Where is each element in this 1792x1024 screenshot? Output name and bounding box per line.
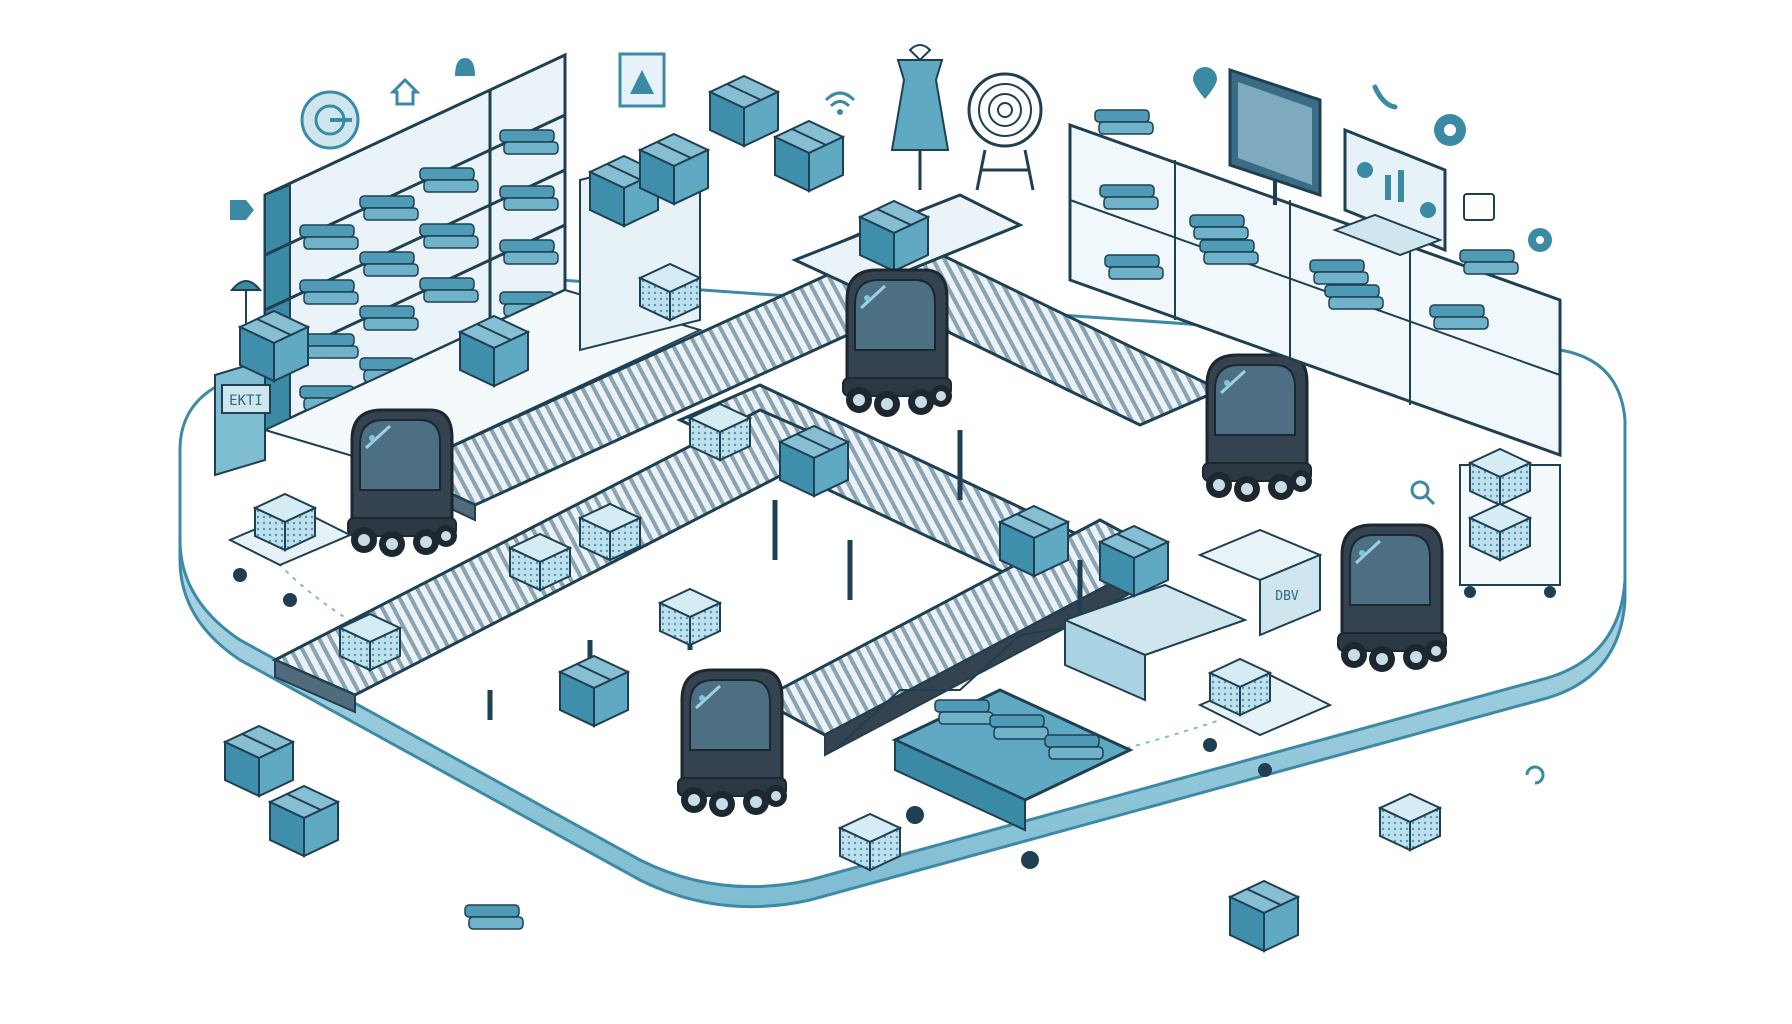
robot-5 — [676, 668, 789, 819]
wifi-icon — [824, 91, 856, 115]
robot-1 — [346, 408, 459, 559]
outside-box-1 — [269, 785, 339, 857]
bin-cart — [891, 688, 1134, 869]
refresh-icon — [1525, 765, 1545, 785]
gift-box-icon — [224, 725, 294, 797]
phone-icon — [1372, 84, 1398, 110]
outside-box-2 — [1229, 880, 1299, 952]
tall-cart — [1459, 448, 1561, 598]
gear-icon-small — [1528, 228, 1552, 252]
left-shelving — [262, 52, 709, 472]
location-pin-icon — [1193, 67, 1217, 99]
gear-icon — [1434, 114, 1466, 146]
tag-icon — [230, 200, 254, 220]
floor-box-2 — [559, 655, 629, 727]
image-frame-icon — [618, 52, 666, 108]
dashboard-monitor — [1332, 127, 1447, 257]
box-label-text: DBV — [1275, 589, 1299, 604]
bell-icon — [455, 58, 475, 76]
magnifier-icon — [1410, 480, 1436, 506]
target-icon — [300, 90, 360, 150]
desktop-monitor — [1228, 67, 1322, 205]
floating-box-1 — [709, 75, 779, 147]
robot-4 — [1336, 523, 1449, 674]
small-cart-right — [1197, 658, 1333, 777]
fingerprint-icon — [967, 72, 1043, 191]
label-box: DBV — [1197, 528, 1323, 637]
floor-box-1 — [459, 315, 529, 387]
packing-table: DBV — [1062, 525, 1323, 702]
home-icon — [389, 77, 421, 106]
flat-cart-left — [227, 493, 353, 607]
cloth-pile — [1104, 254, 1164, 280]
hanger-dress-icon — [890, 44, 950, 190]
chat-icon — [1463, 193, 1495, 221]
exit-kiosk: EKTI — [214, 280, 309, 477]
floating-box-2 — [774, 120, 844, 192]
cloth-outside — [464, 904, 524, 930]
robot-3 — [1201, 353, 1314, 504]
exit-sign-text: EKTI — [229, 393, 263, 409]
stack-outside-1 — [1379, 793, 1441, 851]
robot-2 — [841, 268, 954, 419]
